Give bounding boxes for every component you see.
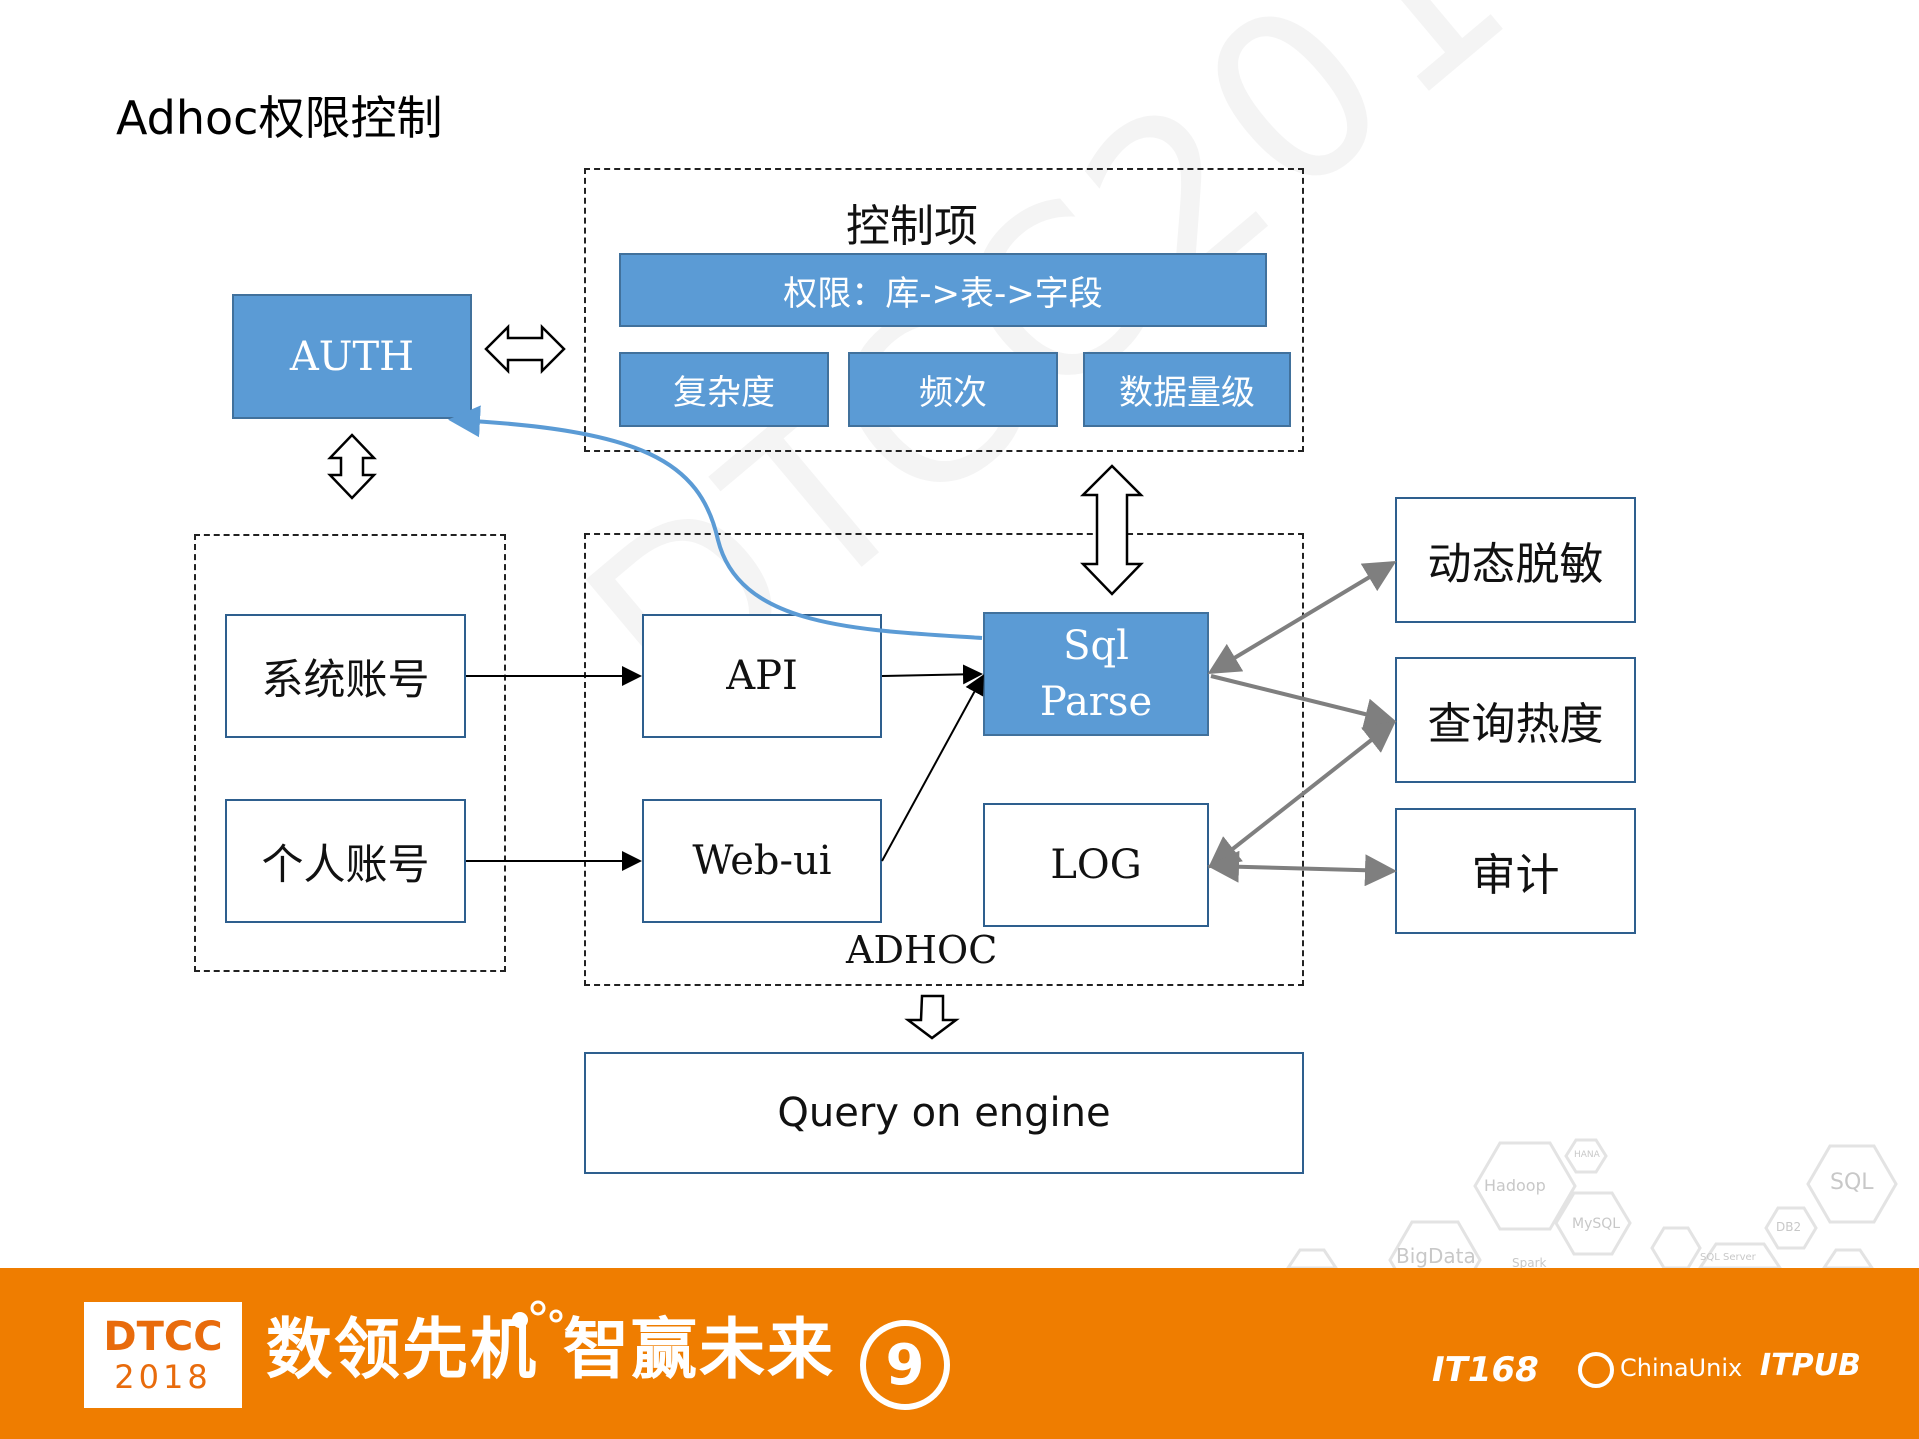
auth-control-double-arrow: [484, 323, 566, 375]
adhoc-label: ADHOC: [846, 928, 998, 972]
hex-label-sql: SQL: [1830, 1170, 1874, 1195]
sql-parse-line2: Parse: [1039, 679, 1153, 725]
webui-to-sql-arrow: [881, 674, 984, 862]
sponsor-it168: IT168: [1432, 1350, 1539, 1390]
hex-label-spark: Spark: [1512, 1256, 1547, 1270]
webui-box: Web-ui: [642, 799, 882, 923]
sql-to-auth-curve: [448, 405, 983, 640]
adhoc-engine-down-arrow: [904, 994, 960, 1040]
page-title: Adhoc权限控制: [116, 91, 443, 145]
accounts-group: [194, 534, 506, 972]
hex-label-db2: DB2: [1776, 1220, 1802, 1234]
sql-to-heat-arrow: [1210, 674, 1397, 730]
log-to-heat-arrow: [1207, 720, 1397, 869]
auth-box: AUTH: [232, 294, 472, 419]
control-items-title: 控制项: [846, 201, 978, 252]
sql-parse-line1: Sql: [1063, 623, 1129, 669]
frequency-box: 频次: [848, 352, 1058, 427]
dynamic-masking-box: 动态脱敏: [1395, 497, 1636, 623]
system-account-box: 系统账号: [225, 614, 466, 738]
complexity-box: 复杂度: [619, 352, 829, 427]
personal-account-box: 个人账号: [225, 799, 466, 923]
hex-label-sqlserver: SQL Server: [1700, 1252, 1756, 1263]
sponsor-chinaunix: ChinaUnix: [1620, 1354, 1743, 1382]
sponsor-itpub: ITPUB: [1760, 1348, 1861, 1383]
sql-parse-box: Sql Parse: [983, 612, 1209, 736]
chinaunix-icon: [1578, 1352, 1614, 1388]
sql-to-masking-arrow: [1207, 560, 1397, 675]
control-sql-double-arrow: [1079, 464, 1145, 596]
query-heat-box: 查询热度: [1395, 657, 1636, 783]
data-volume-box: 数据量级: [1083, 352, 1291, 427]
control-items-group: [584, 168, 1304, 452]
api-to-sql-arrow: [881, 664, 983, 685]
dtcc-logo-text: DTCC: [103, 1314, 223, 1360]
query-engine-box: Query on engine: [584, 1052, 1304, 1174]
slogan-dots-icon: [508, 1294, 568, 1338]
hex-label-mysql: MySQL: [1572, 1216, 1621, 1232]
dtcc-logo: DTCC 2018: [84, 1302, 242, 1408]
api-box: API: [642, 614, 882, 738]
footer-slogan: 数领先机 智赢未来: [266, 1311, 835, 1388]
auth-accounts-double-arrow: [327, 433, 377, 500]
anniversary-badge: 9: [860, 1320, 950, 1410]
log-box: LOG: [983, 803, 1209, 927]
hex-label-hadoop: Hadoop: [1484, 1176, 1546, 1195]
audit-box: 审计: [1395, 808, 1636, 934]
hex-label-bigdata: BigData: [1396, 1244, 1476, 1268]
log-to-audit-arrow: [1207, 850, 1397, 887]
hex-label-hana: HANA: [1574, 1150, 1600, 1160]
auth-curve-tip: [452, 412, 464, 428]
anniversary-number: 9: [885, 1332, 925, 1398]
dtcc-logo-year: 2018: [114, 1358, 212, 1396]
permission-box: 权限：库->表->字段: [619, 253, 1267, 327]
